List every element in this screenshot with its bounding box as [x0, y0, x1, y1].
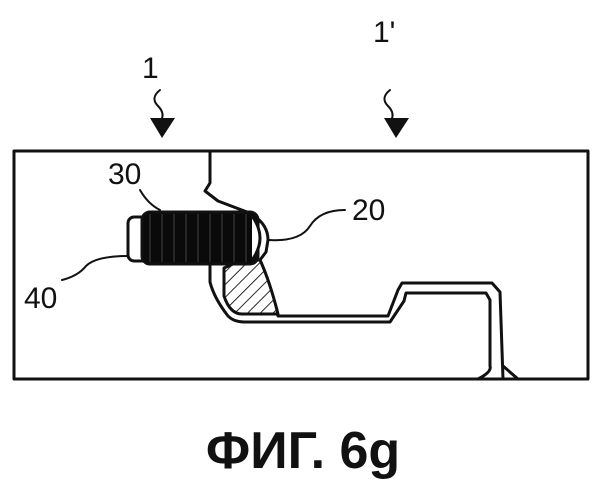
leader-30	[140, 190, 160, 210]
figure-caption: ФИГ. 6g	[206, 422, 400, 480]
label-1-prime: 1'	[373, 16, 395, 49]
label-1: 1	[142, 52, 159, 85]
leader-20	[268, 210, 345, 240]
hatched-seal	[224, 260, 278, 314]
label-30: 30	[108, 158, 141, 191]
leader-40	[62, 256, 128, 280]
arrow-1	[150, 90, 175, 138]
label-40: 40	[24, 282, 57, 315]
arrow-1-prime	[384, 90, 409, 138]
label-20: 20	[352, 194, 385, 227]
sensor-coil-body	[142, 212, 258, 264]
channel-profile-right-wall	[503, 366, 518, 379]
